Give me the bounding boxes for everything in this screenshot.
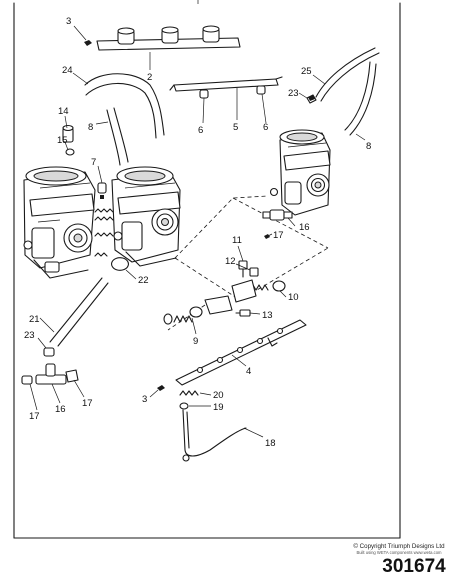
callout-14: 14 bbox=[58, 106, 69, 117]
part-13-screw bbox=[235, 309, 251, 317]
callout-10: 10 bbox=[288, 292, 299, 303]
part-23-fitting-lower bbox=[43, 347, 55, 357]
carburettor-left-2 bbox=[111, 166, 181, 267]
callout-17-lower-right: 17 bbox=[82, 398, 93, 409]
copyright-text: © Copyright Triumph Designs Ltd bbox=[353, 543, 445, 550]
part-22-cap bbox=[111, 257, 129, 271]
callout-19: 19 bbox=[213, 402, 224, 413]
part-24-hose bbox=[84, 73, 165, 139]
callout-7: 7 bbox=[91, 157, 96, 168]
callout-16-right: 16 bbox=[299, 222, 310, 233]
part-4-rail bbox=[175, 319, 307, 386]
leader-lines bbox=[29, 25, 366, 438]
part-3-clip-lower bbox=[157, 385, 165, 391]
part-20-spring bbox=[179, 390, 199, 396]
copyright-subtext: Built using WETA components www.weta.com bbox=[356, 550, 442, 555]
callout-6-right: 6 bbox=[263, 122, 268, 133]
callout-4: 4 bbox=[246, 366, 251, 377]
dash-link-1 bbox=[174, 195, 269, 259]
callout-25: 25 bbox=[301, 66, 312, 77]
callout-6-left: 6 bbox=[198, 125, 203, 136]
callout-18: 18 bbox=[265, 438, 276, 449]
part-16-tee-right bbox=[262, 209, 293, 221]
callout-24: 24 bbox=[62, 65, 73, 76]
callout-8-right: 8 bbox=[366, 141, 371, 152]
carburettor-left-1 bbox=[23, 166, 96, 279]
part-17-clip-lower bbox=[65, 369, 79, 383]
part-3-clip-top bbox=[84, 40, 92, 46]
callout-23-right: 23 bbox=[288, 88, 299, 99]
callout-17-lower-left: 17 bbox=[29, 411, 40, 422]
callout-20: 20 bbox=[213, 390, 224, 401]
part-10-spring-assembly bbox=[231, 279, 286, 303]
callout-17-right: 17 bbox=[273, 230, 284, 241]
callout-2: 2 bbox=[147, 72, 152, 83]
callout-3-lower: 3 bbox=[142, 394, 147, 405]
part-18-cable bbox=[182, 409, 247, 462]
callout-5: 5 bbox=[233, 122, 238, 133]
callout-labels: 3 2 24 25 23 14 8 15 7 6 5 6 8 16 17 11 … bbox=[24, 16, 371, 449]
callout-8-left: 8 bbox=[88, 122, 93, 133]
part-15-clip bbox=[65, 148, 75, 156]
part-9-springs bbox=[163, 295, 233, 325]
callout-15: 15 bbox=[57, 135, 68, 146]
left-carb-springs bbox=[94, 208, 114, 257]
callout-11: 11 bbox=[232, 235, 242, 246]
callout-9: 9 bbox=[193, 336, 198, 347]
part-21-hose bbox=[49, 277, 109, 347]
part-8-hose-left bbox=[106, 107, 129, 166]
carburettor-right bbox=[269, 129, 331, 216]
callout-12: 12 bbox=[225, 256, 236, 267]
part-19-washer bbox=[179, 402, 189, 410]
part-5-rail bbox=[169, 76, 283, 99]
dash-link-2 bbox=[232, 197, 329, 249]
part-7-fitting bbox=[97, 182, 107, 199]
callout-22: 22 bbox=[138, 275, 149, 286]
callout-13: 13 bbox=[262, 310, 273, 321]
part-25-hose-right bbox=[306, 47, 380, 136]
part-14-fitting bbox=[62, 124, 74, 143]
part-2-rail bbox=[96, 25, 241, 51]
part-23-fitting-right bbox=[308, 95, 315, 101]
callout-21: 21 bbox=[29, 314, 40, 325]
callout-23-lower: 23 bbox=[24, 330, 35, 341]
callout-16-lower: 16 bbox=[55, 404, 66, 415]
callout-3-top: 3 bbox=[66, 16, 71, 27]
reference-number: 301674 bbox=[382, 556, 446, 577]
part-11-12-screws bbox=[238, 260, 259, 278]
part-16-tee-lower bbox=[21, 363, 67, 385]
